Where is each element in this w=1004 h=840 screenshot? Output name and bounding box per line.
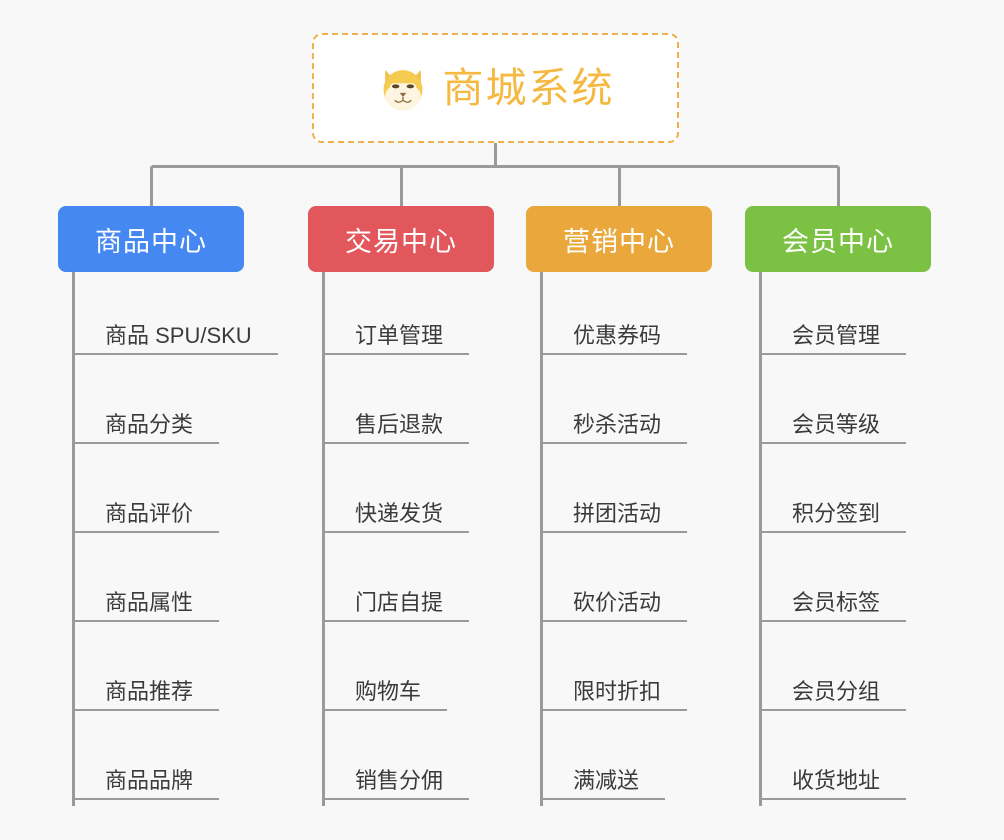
leaf-item[interactable]: 会员管理	[762, 272, 931, 361]
leaf-label: 拼团活动	[543, 501, 688, 533]
leaf-label: 会员分组	[762, 679, 907, 711]
leaf-label: 商品推荐	[75, 679, 220, 711]
category-header-1[interactable]: 交易中心	[308, 206, 494, 272]
leaf-item[interactable]: 订单管理	[325, 272, 494, 361]
category-label-3: 会员中心	[782, 226, 894, 257]
leaf-item[interactable]: 满减送	[543, 717, 712, 806]
leaf-label: 门店自提	[325, 590, 470, 622]
category-column-0: 商品中心 商品 SPU/SKU 商品分类 商品评价 商品属性 商品推荐 商品品牌	[58, 206, 278, 806]
leaf-item[interactable]: 会员分组	[762, 628, 931, 717]
leaf-item[interactable]: 会员等级	[762, 361, 931, 450]
leaf-item[interactable]: 商品属性	[75, 539, 244, 628]
leaf-label: 积分签到	[762, 501, 907, 533]
leaf-list-2: 优惠券码 秒杀活动 拼团活动 砍价活动 限时折扣 满减送	[540, 272, 712, 806]
leaf-label: 会员管理	[762, 323, 907, 355]
leaf-item[interactable]: 优惠券码	[543, 272, 712, 361]
category-label-1: 交易中心	[345, 226, 457, 257]
root-title: 商城系统	[442, 64, 615, 111]
leaf-label: 商品 SPU/SKU	[75, 323, 278, 355]
root-node[interactable]: 商城系统	[312, 33, 679, 143]
category-header-0[interactable]: 商品中心	[58, 206, 244, 272]
leaf-label: 商品评价	[75, 501, 220, 533]
leaf-item[interactable]: 商品 SPU/SKU	[75, 272, 278, 361]
leaf-item[interactable]: 门店自提	[325, 539, 494, 628]
leaf-item[interactable]: 会员标签	[762, 539, 931, 628]
category-label-0: 商品中心	[95, 226, 207, 257]
leaf-label: 收货地址	[762, 768, 907, 800]
leaf-item[interactable]: 售后退款	[325, 361, 494, 450]
leaf-label: 售后退款	[325, 412, 470, 444]
shiba-dog-face-icon	[383, 70, 422, 111]
leaf-list-1: 订单管理 售后退款 快递发货 门店自提 购物车 销售分佣	[322, 272, 494, 806]
leaf-label: 商品分类	[75, 412, 220, 444]
leaf-item[interactable]: 购物车	[325, 628, 494, 717]
leaf-item[interactable]: 积分签到	[762, 450, 931, 539]
leaf-item[interactable]: 秒杀活动	[543, 361, 712, 450]
category-header-3[interactable]: 会员中心	[745, 206, 931, 272]
leaf-list-0: 商品 SPU/SKU 商品分类 商品评价 商品属性 商品推荐 商品品牌	[72, 272, 278, 806]
leaf-label: 商品属性	[75, 590, 220, 622]
category-column-3: 会员中心 会员管理 会员等级 积分签到 会员标签 会员分组 收货地址	[745, 206, 931, 806]
category-label-2: 营销中心	[563, 226, 675, 257]
leaf-item[interactable]: 销售分佣	[325, 717, 494, 806]
leaf-label: 销售分佣	[325, 768, 470, 800]
leaf-label: 订单管理	[325, 323, 470, 355]
leaf-label: 满减送	[543, 768, 666, 800]
leaf-item[interactable]: 收货地址	[762, 717, 931, 806]
leaf-label: 砍价活动	[543, 590, 688, 622]
leaf-label: 商品品牌	[75, 768, 220, 800]
category-header-2[interactable]: 营销中心	[526, 206, 712, 272]
category-column-2: 营销中心 优惠券码 秒杀活动 拼团活动 砍价活动 限时折扣 满减送	[526, 206, 712, 806]
leaf-list-3: 会员管理 会员等级 积分签到 会员标签 会员分组 收货地址	[759, 272, 931, 806]
leaf-item[interactable]: 商品推荐	[75, 628, 244, 717]
leaf-label: 快递发货	[325, 501, 470, 533]
leaf-item[interactable]: 限时折扣	[543, 628, 712, 717]
leaf-item[interactable]: 砍价活动	[543, 539, 712, 628]
leaf-item[interactable]: 商品分类	[75, 361, 244, 450]
leaf-item[interactable]: 快递发货	[325, 450, 494, 539]
leaf-label: 会员等级	[762, 412, 907, 444]
leaf-label: 秒杀活动	[543, 412, 688, 444]
leaf-label: 优惠券码	[543, 323, 688, 355]
leaf-item[interactable]: 商品品牌	[75, 717, 244, 806]
leaf-label: 限时折扣	[543, 679, 688, 711]
leaf-item[interactable]: 拼团活动	[543, 450, 712, 539]
leaf-item[interactable]: 商品评价	[75, 450, 244, 539]
leaf-label: 购物车	[325, 679, 448, 711]
category-column-1: 交易中心 订单管理 售后退款 快递发货 门店自提 购物车 销售分佣	[308, 206, 494, 806]
leaf-label: 会员标签	[762, 590, 907, 622]
